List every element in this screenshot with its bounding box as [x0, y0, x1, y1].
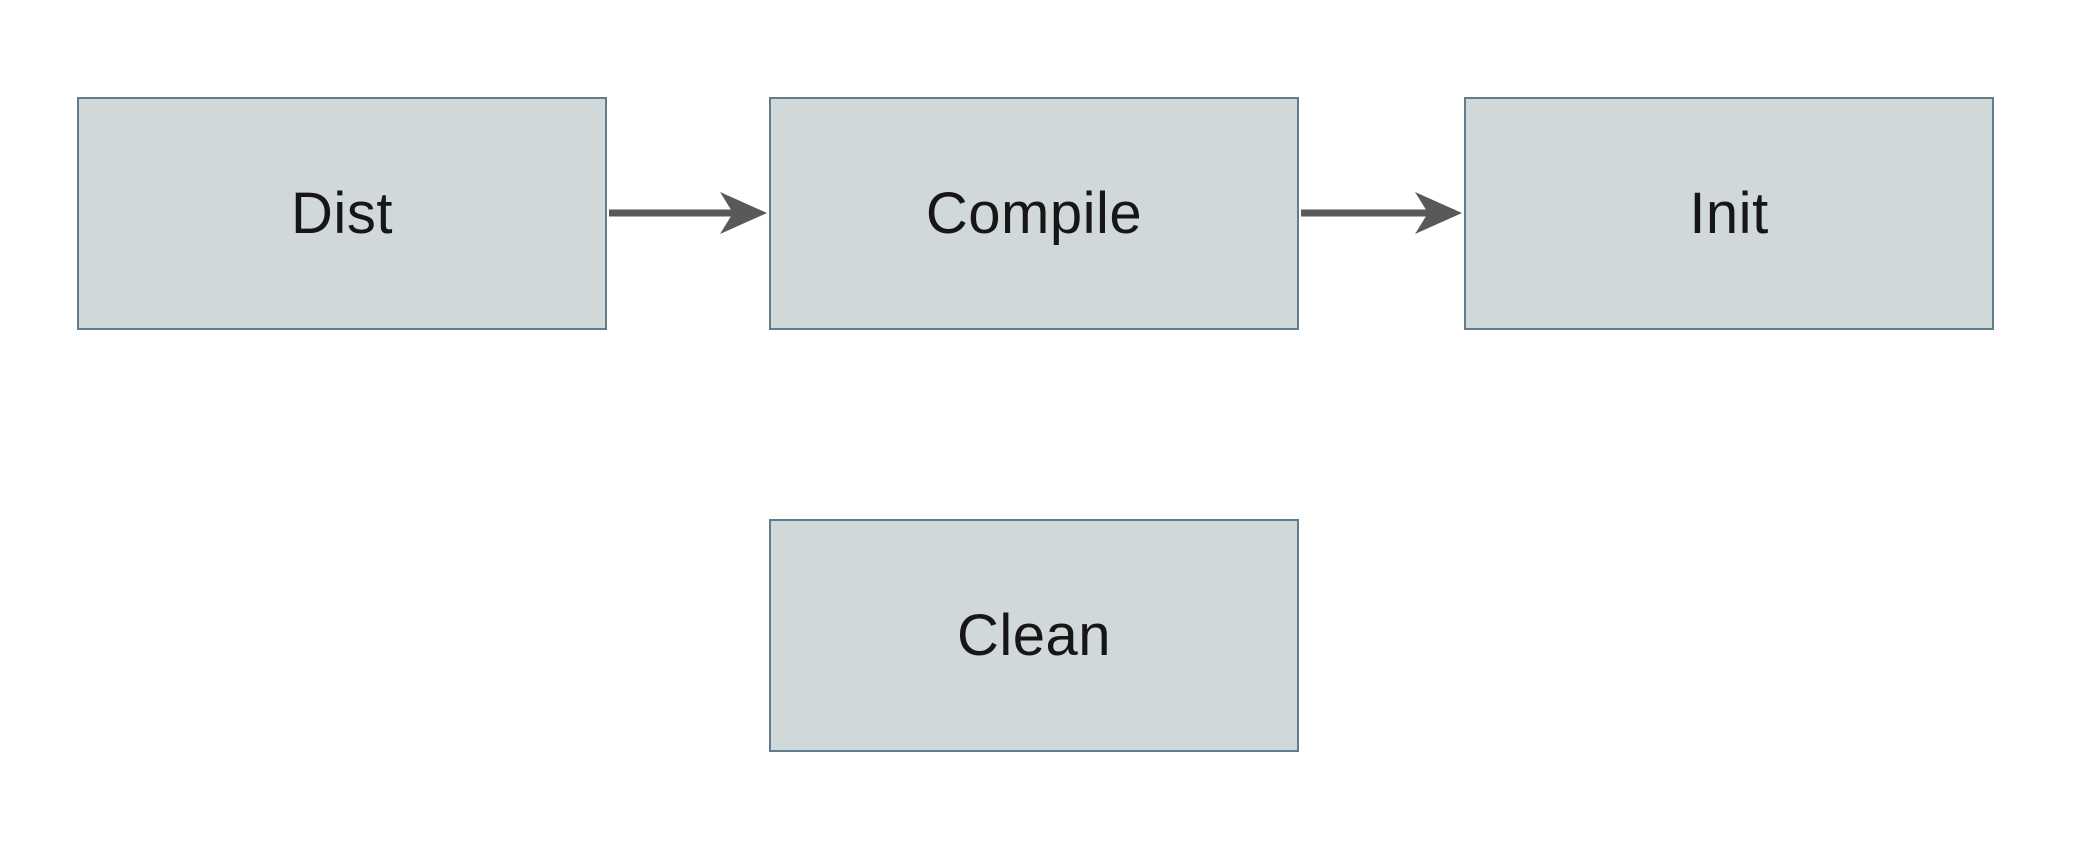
node-clean-label: Clean — [956, 602, 1112, 668]
edge-compile-to-init — [1301, 192, 1462, 234]
node-init: Init — [1464, 97, 1994, 330]
arrowhead-icon — [1415, 192, 1462, 234]
node-clean: Clean — [769, 519, 1299, 752]
edge-dist-to-compile — [609, 192, 767, 234]
node-init-label: Init — [1689, 180, 1769, 246]
node-dist: Dist — [77, 97, 607, 330]
node-compile-label: Compile — [925, 180, 1143, 246]
node-compile: Compile — [769, 97, 1299, 330]
arrowhead-icon — [720, 192, 767, 234]
node-dist-label: Dist — [291, 180, 393, 246]
